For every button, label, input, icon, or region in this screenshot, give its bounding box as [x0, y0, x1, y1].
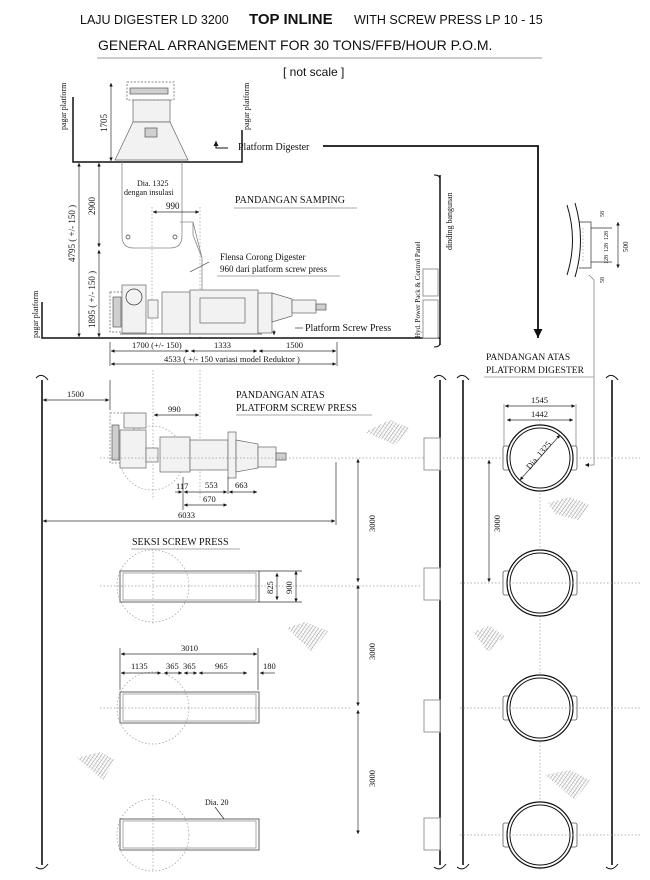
dim-553: 553	[205, 480, 218, 490]
flensa-label-1: Flensa Corong Digester	[220, 252, 306, 262]
digester-plan-1: Dia. 1325	[502, 424, 578, 492]
dim-663: 663	[235, 480, 248, 490]
dim-1500-side: 1500	[286, 340, 303, 350]
dim-1700: 1700 (+/- 150)	[132, 340, 182, 350]
dim-1135: 1135	[131, 661, 148, 671]
control-panel-box	[422, 299, 439, 339]
title-line1-a: LAJU DIGESTER LD 3200	[80, 13, 229, 27]
dia-1325-label: Dia. 1325	[137, 179, 169, 188]
dim-pitch-3000-3: 3000	[367, 770, 377, 787]
flensa-label-2: 960 dari platform screw press	[220, 264, 327, 274]
screw-press-platform-line	[41, 302, 440, 339]
dim-dia-20: Dia. 20	[205, 798, 229, 807]
section-frame-1	[116, 549, 260, 625]
dim-1500-top: 1500	[67, 389, 84, 399]
dim-900: 900	[284, 581, 294, 594]
digester-shell	[121, 162, 183, 249]
dim-117: 117	[176, 481, 188, 491]
flange-dim-58-bottom: 58	[600, 277, 606, 283]
side-view: pagar platform pagar platform Dia. 1325 …	[31, 81, 543, 366]
dim-1895: 1895 ( +/- 150 )	[87, 271, 97, 328]
dim-4533: 4533 ( +/- 150 variasi model Reduktor )	[164, 354, 300, 364]
platform-digester-leader	[323, 145, 543, 338]
pagar-platform-label-2: pagar platform	[242, 82, 251, 130]
dim-1333: 1333	[214, 340, 231, 350]
dim-3010: 3010	[181, 643, 198, 653]
flange-dim-128-b: 128	[604, 243, 610, 252]
dim-365-b: 365	[183, 661, 196, 671]
top-view-digester: PANDANGAN ATAS PLATFORM DIGESTER 1545 14…	[460, 353, 640, 870]
dim-1705: 1705	[99, 114, 109, 133]
dim-pitch-3000-1: 3000	[367, 515, 377, 532]
dim-1442: 1442	[531, 409, 548, 419]
title-block: LAJU DIGESTER LD 3200 TOP INLINE WITH SC…	[80, 11, 543, 79]
digester-chute	[180, 221, 203, 300]
dim-990-top: 990	[168, 404, 181, 414]
flange-dim-128-c: 128	[604, 255, 610, 264]
power-pack-box	[422, 268, 439, 297]
side-view-heading: PANDANGAN SAMPING	[235, 195, 345, 206]
title-line2: GENERAL ARRANGEMENT FOR 30 TONS/FFB/HOUR…	[98, 37, 492, 53]
wall-boxes	[423, 437, 441, 851]
pagar-platform-label-1: pagar platform	[59, 82, 68, 130]
dim-4795: 4795 ( +/- 150 )	[67, 205, 77, 262]
dim-990-side: 990	[166, 201, 180, 211]
top-view-dg-heading-2: PLATFORM DIGESTER	[486, 366, 585, 376]
wall-label: dinding bangunan	[445, 192, 454, 250]
dim-6033: 6033	[178, 510, 195, 520]
top-view-dg-heading-1: PANDANGAN ATAS	[486, 353, 570, 363]
top-view-screw-press: PANDANGAN ATAS PLATFORM SCREW PRESS 1500…	[43, 370, 640, 834]
dim-670: 670	[203, 494, 216, 504]
hyd-panel-label: Hyd. Power Pack & Control Panel	[414, 242, 422, 338]
flange-dim-58-top: 58	[600, 211, 606, 217]
section-screw-press: SEKSI SCREW PRESS 825 900 3010 1	[100, 537, 420, 872]
pagar-platform-label-3: pagar platform	[31, 290, 40, 338]
dim-365-a: 365	[166, 661, 179, 671]
flange-detail: 58 128 128 128 58 500	[566, 202, 630, 467]
flange-dim-500: 500	[622, 241, 630, 252]
scale-note: [ not scale ]	[283, 65, 344, 79]
platform-screw-press-label: Platform Screw Press	[305, 323, 391, 334]
flange-dim-128-a: 128	[604, 231, 610, 240]
title-line1-b: TOP INLINE	[249, 11, 333, 28]
dim-2900: 2900	[87, 197, 97, 216]
digester-platform-line	[72, 97, 243, 163]
digester-drive-unit	[114, 81, 189, 161]
platform-digester-label: Platform Digester	[238, 142, 310, 153]
section-frame-3	[116, 795, 260, 872]
dim-1545: 1545	[531, 395, 548, 405]
dim-825: 825	[265, 581, 275, 594]
title-line1-c: WITH SCREW PRESS LP 10 - 15	[354, 13, 543, 27]
dia-insulation-note: dengan insulasi	[124, 188, 174, 197]
dim-965: 965	[215, 661, 228, 671]
dim-180: 180	[263, 661, 276, 671]
section-heading: SEKSI SCREW PRESS	[132, 537, 229, 548]
screw-press-side	[109, 284, 327, 335]
dim-digester-pitch-3000: 3000	[492, 515, 502, 532]
hatch-marks	[77, 420, 590, 800]
top-view-sp-heading-2: PLATFORM SCREW PRESS	[236, 403, 357, 414]
top-view-sp-heading-1: PANDANGAN ATAS	[236, 390, 325, 401]
dim-pitch-3000-2: 3000	[367, 643, 377, 660]
